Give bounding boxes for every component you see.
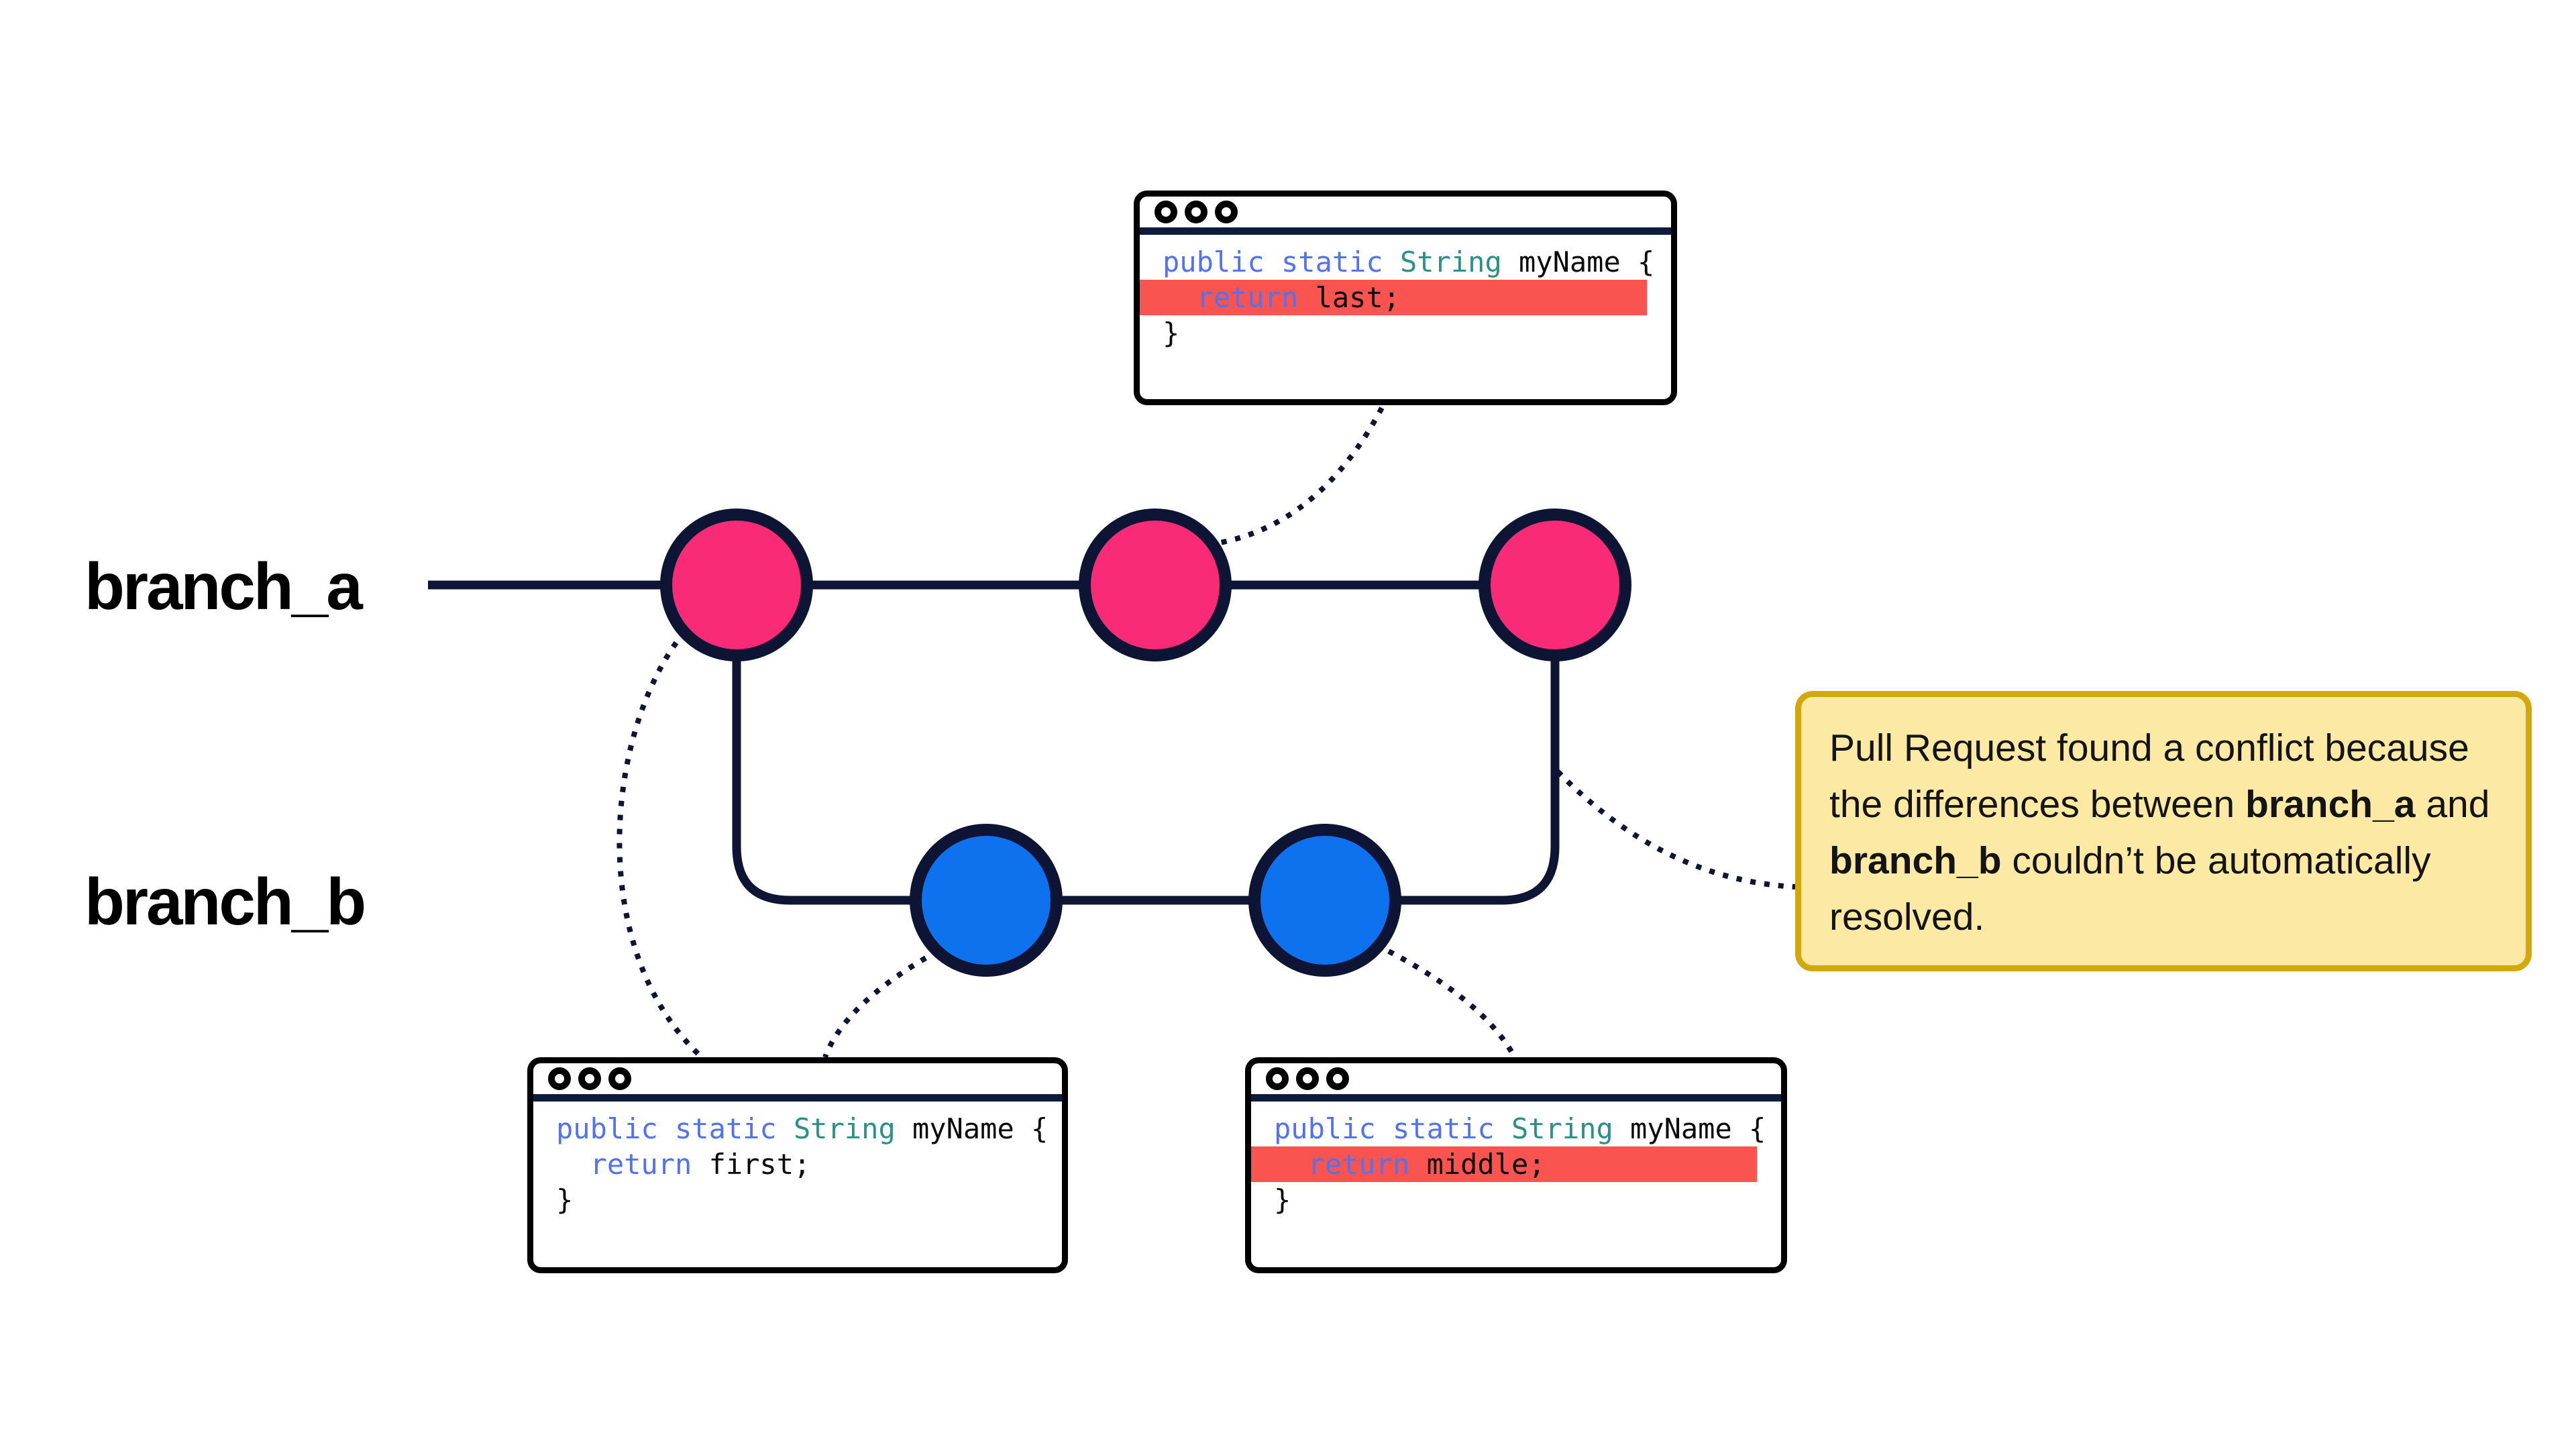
commit-node-b [910,824,1063,977]
code-line: public static String myName { [556,1111,1062,1146]
code-token: myName { [1501,246,1655,278]
code-line-highlighted: return middle; [1251,1146,1757,1182]
code-token: return [1163,281,1316,314]
window-control-icon [1185,201,1208,223]
code-token: return [556,1148,709,1181]
code-block: public static String myName { return mid… [1251,1102,1781,1218]
code-token: public static [1163,246,1401,278]
connector-blue1-to-first-window [822,955,928,1059]
code-token: String [794,1112,896,1145]
callout-branch-name: branch_a [2245,783,2416,826]
conflict-callout: Pull Request found a conflict because th… [1795,691,2532,971]
code-window-bottom-left: public static String myName { return fir… [527,1057,1068,1273]
code-token: myName { [1613,1112,1766,1145]
code-line: } [1163,315,1671,351]
commit-node-a [1079,508,1232,661]
commit-node-b [1248,824,1401,977]
window-control-icon [608,1067,631,1090]
code-window-top: public static String myName { return las… [1134,191,1677,405]
code-line: public static String myName { [1163,244,1671,280]
connector-commit1-to-first-window [616,641,704,1059]
window-control-icon [548,1067,571,1090]
connector-commit2-to-last-window [1207,404,1386,547]
code-line: } [556,1182,1062,1218]
window-control-icon [1155,201,1177,223]
connector-merge-to-callout [1556,769,1796,890]
callout-text-segment: and [2415,783,2490,826]
window-titlebar [533,1063,1062,1102]
code-token: } [1163,317,1180,350]
code-block: public static String myName { return fir… [533,1102,1062,1218]
code-token: } [1274,1183,1291,1216]
window-control-icon [1296,1067,1319,1090]
code-token: public static [556,1112,794,1145]
connector-blue2-to-middle-window [1387,949,1517,1059]
window-control-icon [1215,201,1238,223]
code-line: } [1274,1182,1781,1218]
callout-branch-name: branch_b [1829,839,2002,882]
code-line: public static String myName { [1274,1111,1781,1146]
branch-b-label: branch_b [85,865,366,938]
callout-text-segment: couldn’t be automatically resolved. [1829,839,2431,938]
commit-node-a [660,508,813,661]
code-token: middle; [1426,1148,1546,1181]
code-token: String [1511,1112,1613,1145]
code-token: first; [708,1148,811,1181]
code-line-highlighted: return last; [1140,280,1647,315]
code-token: last; [1315,281,1401,314]
window-titlebar [1140,197,1671,235]
branch-a-label: branch_a [85,549,363,623]
callout-text: Pull Request found a conflict because th… [1829,727,2489,938]
window-control-icon [578,1067,601,1090]
commit-node-a [1479,508,1631,661]
code-token: myName { [895,1112,1049,1145]
window-titlebar [1251,1063,1781,1102]
window-control-icon [1266,1067,1289,1090]
branch-b-path [732,585,1560,905]
code-line: return first; [556,1146,1062,1182]
callout-text-segment: Pull Request found a conflict because th… [1829,727,2469,826]
window-control-icon [1326,1067,1349,1090]
code-window-bottom-right: public static String myName { return mid… [1245,1057,1787,1273]
code-token: } [556,1183,574,1216]
code-token: return [1274,1148,1427,1181]
code-token: public static [1274,1112,1512,1145]
code-token: String [1400,246,1502,278]
code-block: public static String myName { return las… [1140,235,1671,351]
